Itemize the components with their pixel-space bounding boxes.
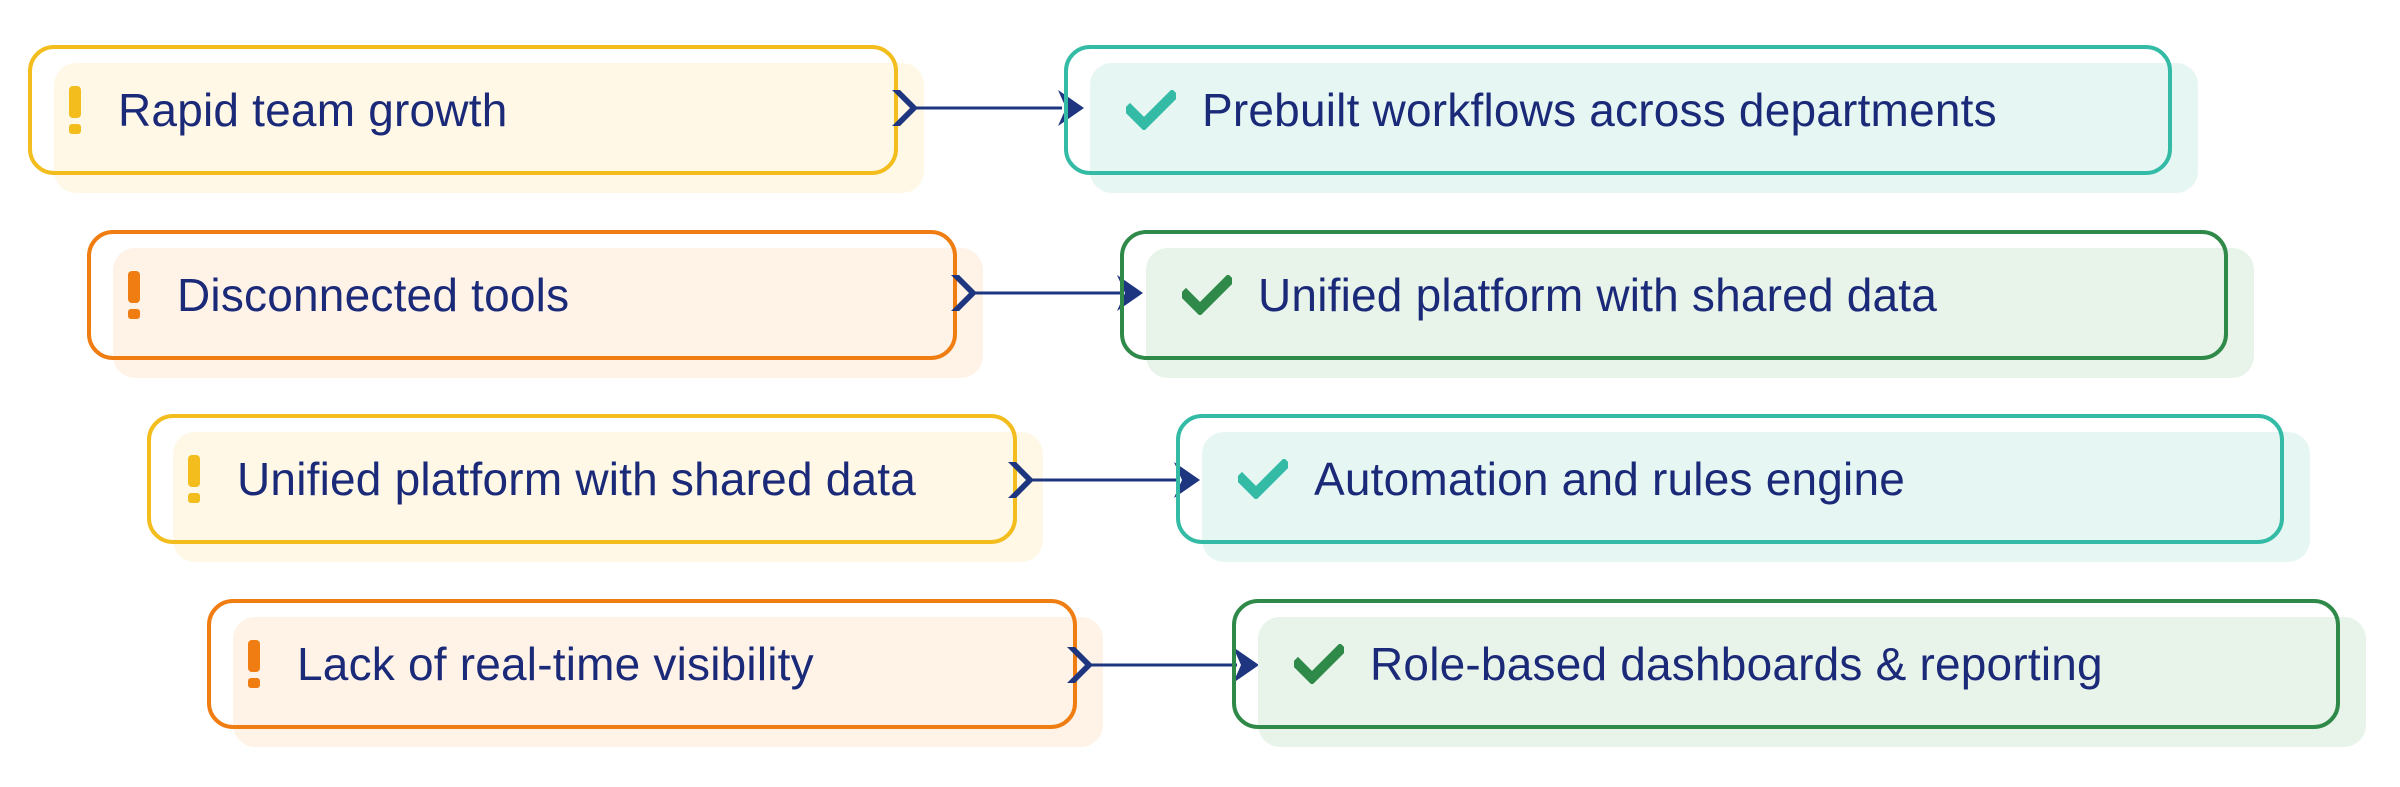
checkmark-icon (1294, 599, 1344, 729)
problem-box-4: Lack of real-time visibility (207, 599, 1103, 747)
problem-box-2: Disconnected tools (87, 230, 983, 378)
solution-label: Role-based dashboards & reporting (1370, 638, 2103, 690)
chevron-icon (951, 275, 977, 311)
problem-box-1: Rapid team growth (28, 45, 924, 193)
checkmark-icon (1182, 230, 1232, 360)
arrow-connector-4 (1063, 645, 1263, 685)
solution-label: Automation and rules engine (1314, 453, 1906, 505)
arrow-connector-2 (947, 273, 1147, 313)
checkmark-icon (1238, 414, 1288, 544)
box-frame (87, 230, 957, 360)
problem-label: Lack of real-time visibility (297, 638, 814, 690)
box-frame (1176, 414, 2284, 544)
solution-box-1: Prebuilt workflows across departments (1064, 45, 2198, 193)
problem-label: Rapid team growth (118, 84, 508, 136)
box-frame (207, 599, 1077, 729)
problem-label: Unified platform with shared data (237, 453, 917, 505)
exclamation-icon (185, 414, 203, 544)
box-frame (28, 45, 898, 175)
arrowhead-icon (1233, 647, 1259, 683)
solution-box-4: Role-based dashboards & reporting (1232, 599, 2366, 747)
box-frame (1232, 599, 2340, 729)
box-frame (147, 414, 1017, 544)
solution-box-2: Unified platform with shared data (1120, 230, 2254, 378)
chevron-icon (892, 90, 918, 126)
chevron-icon (1067, 647, 1093, 683)
exclamation-icon (125, 230, 143, 360)
exclamation-icon (66, 45, 84, 175)
arrowhead-icon (1174, 462, 1200, 498)
solution-box-3: Automation and rules engine (1176, 414, 2310, 562)
problem-label: Disconnected tools (177, 269, 570, 321)
checkmark-icon (1126, 45, 1176, 175)
chevron-icon (1008, 462, 1034, 498)
solution-label: Unified platform with shared data (1258, 269, 1938, 321)
problem-box-3: Unified platform with shared data (147, 414, 1043, 562)
arrow-connector-3 (1004, 460, 1204, 500)
solution-label: Prebuilt workflows across departments (1202, 84, 1997, 136)
exclamation-icon (245, 599, 263, 729)
arrow-connector-1 (888, 88, 1088, 128)
box-frame (1064, 45, 2172, 175)
box-frame (1120, 230, 2228, 360)
